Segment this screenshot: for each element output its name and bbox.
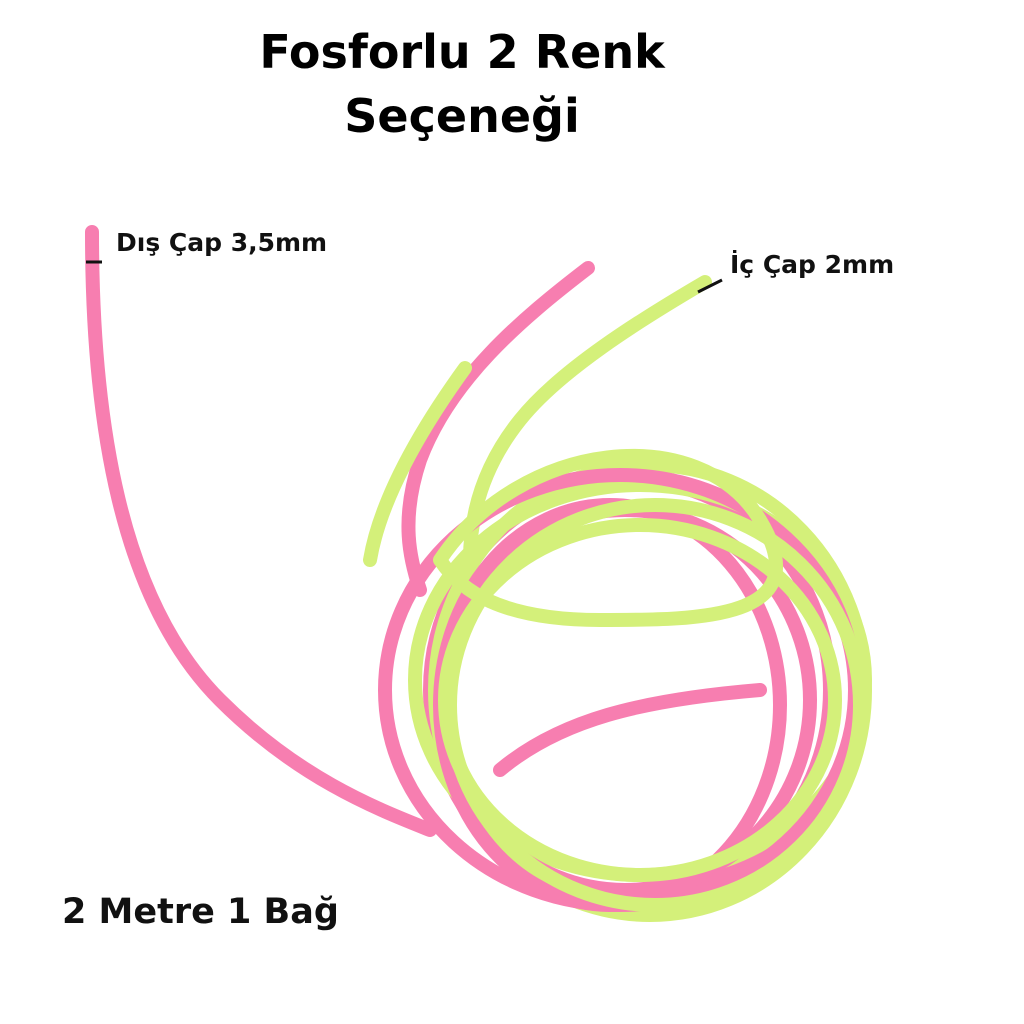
outer-diameter-label: Dış Çap 3,5mm — [116, 228, 328, 257]
title-line-2: Seçeneği — [344, 89, 580, 143]
inner-diameter-label: İç Çap 2mm — [730, 250, 895, 279]
product-title: Fosforlu 2 Renk Seçeneği — [0, 20, 924, 148]
length-label: 2 Metre 1 Bağ — [62, 892, 339, 932]
title-line-1: Fosforlu 2 Renk — [259, 25, 665, 79]
